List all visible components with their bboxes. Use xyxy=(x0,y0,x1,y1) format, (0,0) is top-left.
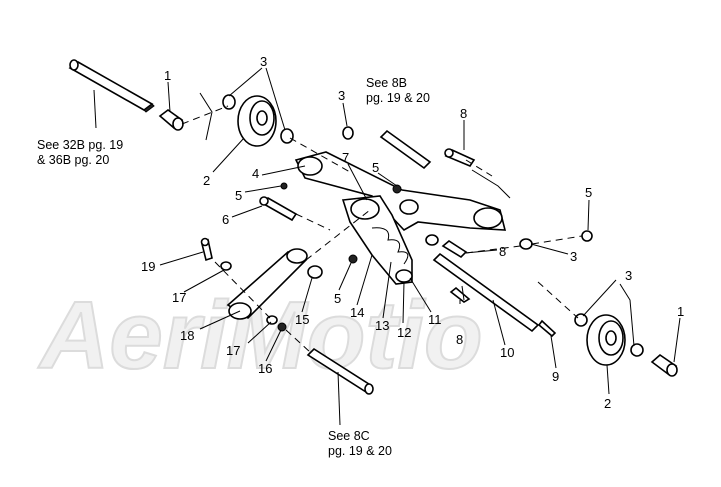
bolt-19 xyxy=(200,237,213,262)
callout-8-top: 8 xyxy=(460,106,467,121)
washer-3-right xyxy=(519,238,533,250)
callout-15: 15 xyxy=(295,312,309,327)
callout-4: 4 xyxy=(252,166,259,181)
nut-5-center xyxy=(392,184,402,194)
callout-11: 11 xyxy=(428,312,442,327)
shaft-10 xyxy=(432,252,540,333)
callout-5-center: 5 xyxy=(372,160,379,175)
washer-17-upper xyxy=(220,261,232,271)
callout-17-lower: 17 xyxy=(226,343,240,358)
callout-9: 9 xyxy=(552,369,559,384)
callout-7: 7 xyxy=(342,150,349,165)
shaft-8c xyxy=(306,347,374,395)
nut-5-left xyxy=(280,182,288,190)
note-ref-8b-line1: See 8B xyxy=(366,76,407,90)
leader-lines xyxy=(93,67,681,426)
callout-6: 6 xyxy=(222,212,229,227)
callout-1-left: 1 xyxy=(164,68,171,83)
nut-5-lower xyxy=(348,254,358,264)
callout-2-left: 2 xyxy=(203,173,210,188)
callout-13: 13 xyxy=(375,318,389,333)
callout-12: 12 xyxy=(397,325,411,340)
callout-16: 16 xyxy=(258,361,272,376)
nut-16 xyxy=(277,322,287,332)
shaft-left xyxy=(68,59,155,113)
washer-3-right-wheel-b xyxy=(630,343,644,357)
note-ref-8c-line1: See 8C xyxy=(328,429,370,443)
shaft-8b xyxy=(379,129,432,170)
spacer-15 xyxy=(307,265,323,279)
spacer-1-right xyxy=(650,353,678,377)
callout-5-lower: 5 xyxy=(334,291,341,306)
bolt-8-mid xyxy=(441,240,468,259)
callout-17-upper: 17 xyxy=(172,290,186,305)
callout-5-left: 5 xyxy=(235,188,242,203)
callout-14: 14 xyxy=(350,305,364,320)
washer-3-left-b xyxy=(280,128,294,144)
washer-3-right-wheel-a xyxy=(574,313,588,327)
spacer-1-left xyxy=(158,109,184,131)
callout-2-right: 2 xyxy=(604,396,611,411)
torque-arm-assembly xyxy=(294,151,507,246)
nut-5-right xyxy=(581,230,593,242)
idler-wheel-2-right xyxy=(586,314,626,366)
callout-19: 19 xyxy=(141,259,155,274)
callout-3-left: 3 xyxy=(260,54,267,69)
callout-10: 10 xyxy=(500,345,514,360)
shock-spring-assembly xyxy=(341,195,413,285)
bolt-9 xyxy=(537,319,557,338)
idler-wheel-2-left xyxy=(237,95,277,147)
bolt-6 xyxy=(259,196,298,222)
washer-3-left-a xyxy=(222,94,236,110)
note-ref-8c-line2: pg. 19 & 20 xyxy=(328,444,392,458)
callout-5-right: 5 xyxy=(585,185,592,200)
callout-8-lower: 8 xyxy=(456,332,463,347)
bolt-8-lower xyxy=(449,286,471,303)
callout-1-right: 1 xyxy=(677,304,684,319)
assembly-lines xyxy=(181,105,583,353)
callout-3-right-wheel: 3 xyxy=(625,268,632,283)
note-ref-32b-line1: See 32B pg. 19 xyxy=(37,138,123,152)
callout-3-right: 3 xyxy=(570,249,577,264)
note-ref-32b-line2: & 36B pg. 20 xyxy=(37,153,109,167)
washer-17-lower xyxy=(266,315,278,325)
callout-8-mid: 8 xyxy=(499,244,506,259)
washer-3-top xyxy=(342,126,354,140)
note-ref-8b-line2: pg. 19 & 20 xyxy=(366,91,430,105)
callout-18: 18 xyxy=(180,328,194,343)
callout-3-top: 3 xyxy=(338,88,345,103)
bolt-8-top xyxy=(444,148,476,167)
